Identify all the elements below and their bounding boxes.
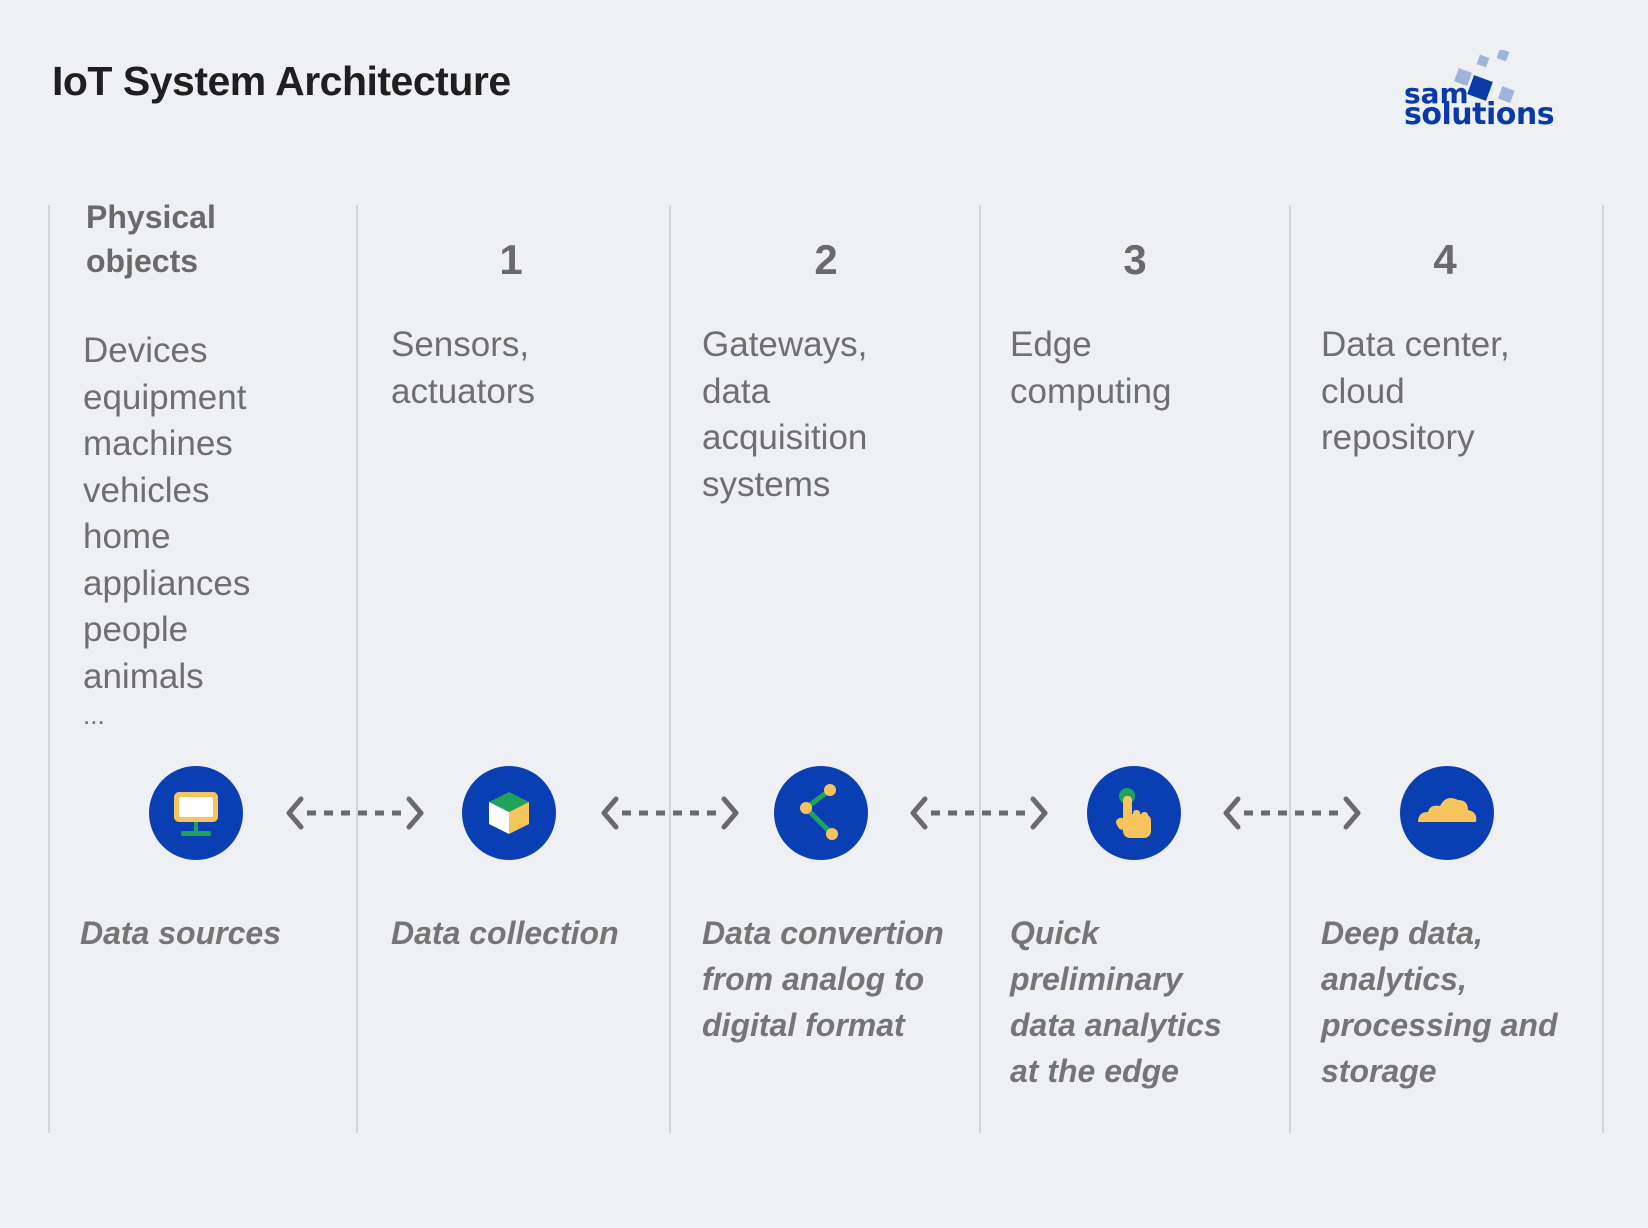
caption-line: analytics, (1321, 961, 1467, 997)
pointer-hand-icon (1116, 788, 1151, 838)
desc-line: Sensors, (391, 325, 530, 364)
data-collection-node (462, 766, 556, 860)
logo-squares-icon (1454, 50, 1515, 103)
list-item: home (83, 517, 171, 556)
physical-objects-heading: Physical objects (86, 195, 216, 283)
list-item: machines (83, 424, 233, 463)
column-divider (356, 205, 358, 1133)
column-divider (669, 205, 671, 1133)
data-convertion-caption: Data convertion from analog to digital f… (702, 910, 944, 1048)
column-divider (1602, 205, 1604, 1133)
caption-line: Data convertion (702, 915, 944, 951)
deep-data-node (1400, 766, 1494, 860)
step-number-4: 4 (1433, 236, 1457, 283)
data-sources-caption: Data sources (80, 910, 281, 956)
desc-line: data (702, 371, 771, 411)
column-divider (1289, 205, 1291, 1133)
logo-word-solutions: solutions (1404, 97, 1555, 132)
sam-solutions-logo: sam solutions (1400, 50, 1580, 140)
page-title: IoT System Architecture (52, 58, 511, 104)
data-sources-node (149, 766, 243, 860)
desc-line: acquisition (702, 418, 868, 457)
caption-line: digital format (702, 1007, 905, 1043)
caption-line: processing and (1321, 1007, 1558, 1043)
desc-line: computing (1010, 371, 1172, 411)
physical-objects-list: Devices equipment machines vehicles home… (83, 328, 250, 730)
list-item: ... (83, 700, 105, 730)
data-center-description: Data center, cloud repository (1321, 322, 1510, 462)
caption-line: Data sources (80, 915, 281, 951)
step-number-2: 2 (814, 236, 838, 283)
cube-icon (489, 792, 529, 834)
list-item: vehicles (83, 470, 210, 510)
column-divider (979, 205, 981, 1133)
sensors-description: Sensors, actuators (391, 322, 535, 415)
column-divider (48, 205, 50, 1133)
bidirectional-arrow-icon (910, 796, 1048, 830)
logo-word-sam: sam (1404, 77, 1469, 110)
heading-line: objects (86, 243, 199, 279)
list-item: people (83, 610, 189, 649)
edge-analytics-caption: Quick preliminary data analytics at the … (1010, 910, 1222, 1094)
desc-line: repository (1321, 418, 1475, 457)
desc-line: Edge (1010, 325, 1092, 364)
data-collection-caption: Data collection (391, 910, 619, 956)
step-number-3: 3 (1123, 236, 1147, 283)
caption-line: Data collection (391, 915, 619, 951)
caption-line: from analog to (702, 961, 925, 997)
caption-line: data analytics (1010, 1007, 1222, 1043)
caption-line: Deep data, (1321, 915, 1483, 951)
data-convertion-node (774, 766, 868, 860)
step-number-1: 1 (499, 236, 523, 283)
monitor-icon (174, 792, 218, 836)
caption-line: storage (1321, 1053, 1437, 1089)
desc-line: Gateways, (702, 325, 868, 364)
bidirectional-arrow-icon (286, 796, 424, 830)
cloud-icon (1418, 798, 1477, 822)
list-item: Devices (83, 331, 208, 370)
list-item: equipment (83, 377, 247, 417)
edge-description: Edge computing (1010, 322, 1171, 415)
list-item: appliances (83, 563, 251, 603)
caption-line: Quick (1010, 915, 1099, 951)
desc-line: actuators (391, 371, 535, 411)
share-icon (800, 784, 838, 840)
caption-line: preliminary (1010, 961, 1183, 997)
desc-line: cloud (1321, 371, 1405, 411)
heading-line: Physical (86, 199, 216, 235)
gateways-description: Gateways, data acquisition systems (702, 322, 867, 508)
deep-data-caption: Deep data, analytics, processing and sto… (1321, 910, 1558, 1094)
desc-line: Data center, (1321, 325, 1510, 364)
bidirectional-arrow-icon (601, 796, 739, 830)
bidirectional-arrow-icon (1223, 796, 1361, 830)
list-item: animals (83, 656, 204, 696)
desc-line: systems (702, 464, 831, 504)
caption-line: at the edge (1010, 1053, 1179, 1089)
edge-analytics-node (1087, 766, 1181, 860)
